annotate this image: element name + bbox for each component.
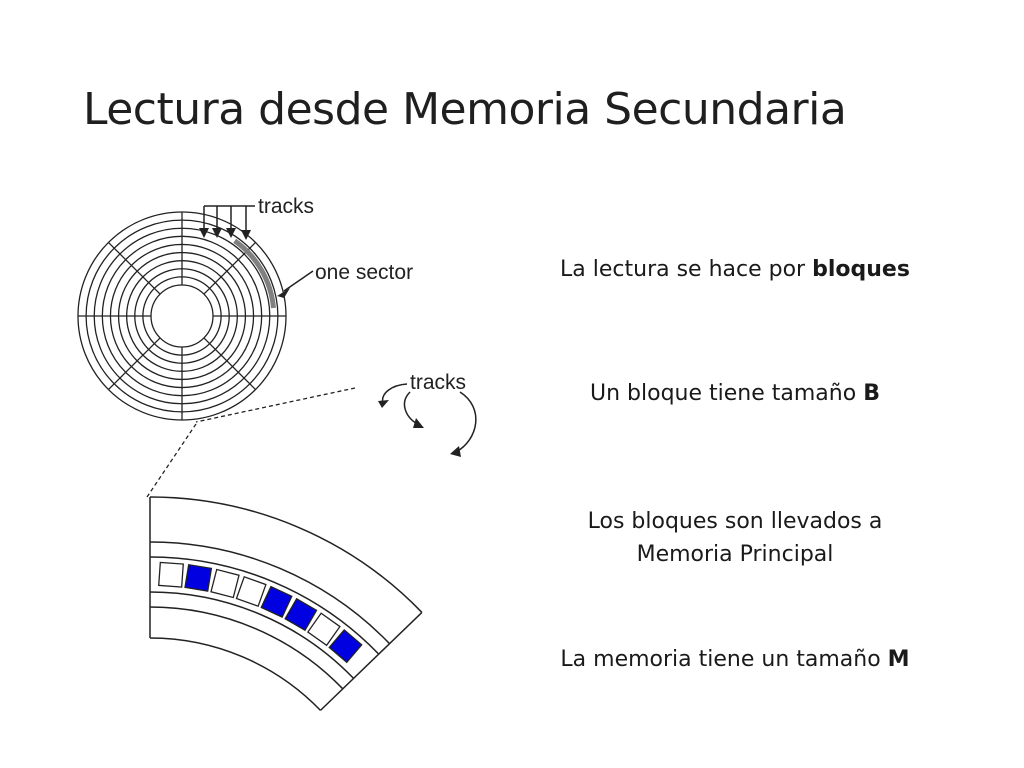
- block-filled: [328, 628, 363, 664]
- block-empty: [158, 561, 184, 588]
- tracks-arrows-top: [199, 205, 255, 240]
- bullet-block-size: Un bloque tiene tamaño B: [590, 381, 880, 406]
- track-circle: [150, 284, 214, 348]
- slide-title: Lectura desde Memoria Secundaria: [83, 84, 847, 135]
- segment-arc: [149, 606, 344, 690]
- track-segment: [149, 496, 423, 711]
- sector-line: [203, 337, 256, 390]
- sector-label: one sector: [315, 261, 413, 284]
- segment-arc: [149, 556, 380, 655]
- segment-edge: [319, 611, 423, 711]
- segment-arc: [149, 591, 355, 679]
- segment-arc: [149, 637, 322, 711]
- bullet-memory-size: La memoria tiene un tamaño M: [560, 647, 910, 672]
- sector-line: [108, 337, 161, 390]
- block-row: [158, 561, 363, 664]
- block-filled: [184, 563, 213, 592]
- block-empty: [235, 575, 267, 608]
- block-filled: [284, 597, 318, 632]
- block-empty: [306, 612, 341, 647]
- tracks-label-top: tracks: [258, 195, 314, 218]
- highlighted-sector: [233, 238, 276, 309]
- tracks-arrows-bottom: [378, 383, 477, 457]
- sector-line: [108, 242, 161, 295]
- block-empty: [210, 568, 240, 599]
- segment-arc: [149, 496, 423, 613]
- tracks-label-bottom: tracks: [410, 371, 466, 394]
- block-filled: [260, 585, 293, 619]
- disk-platter: [77, 211, 287, 421]
- sector-pointer: [277, 270, 314, 298]
- zoom-lines: [146, 387, 356, 498]
- bullet-blocks: La lectura se hace por bloques: [560, 257, 910, 282]
- segment-arc: [149, 541, 391, 645]
